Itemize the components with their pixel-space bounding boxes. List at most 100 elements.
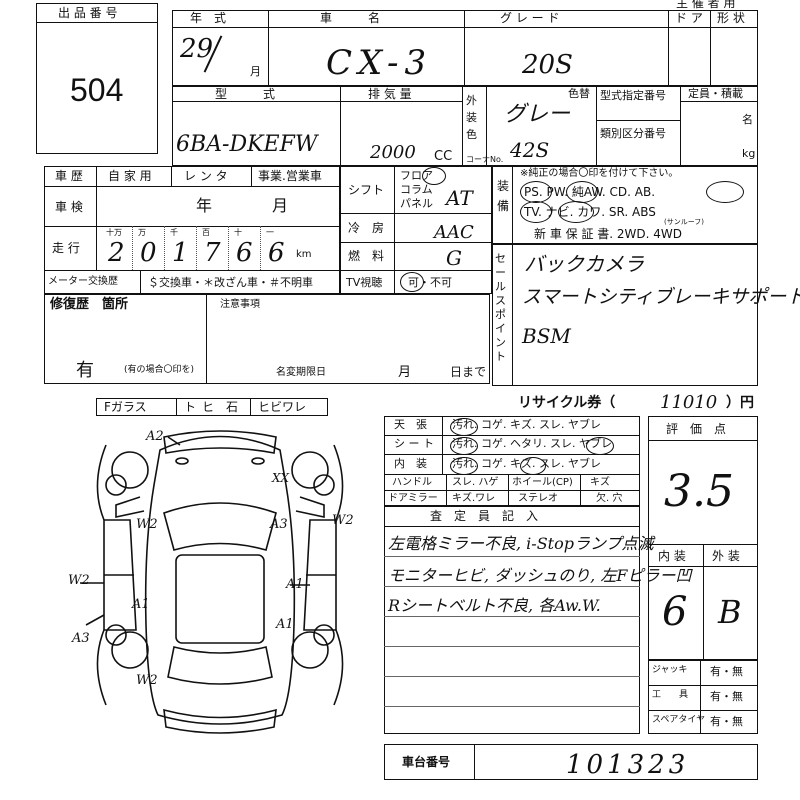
interior-score-label: 内 装 [658,549,686,563]
name-change-month: 月 [398,365,412,380]
tools-box [648,660,758,734]
stereo-label: ステレオ [518,493,558,504]
lot-number: 504 [70,72,124,108]
shift-column-option: コラム [400,183,433,196]
color-change-label: 色替 [568,87,590,100]
interior-row-label: シ ー ト [394,437,434,450]
sunroof-note: (サンルーフ) [664,218,705,226]
grade-label: グ レ ー ド [500,11,560,25]
equipment-box [492,166,758,244]
spec-box [172,86,758,166]
exterior-score-label: 外 装 [712,549,740,563]
inspection-year-label: 年 [196,196,213,215]
year-month-unit: 月 [250,65,261,78]
mileage-digit-label: 百 [202,228,210,237]
mileage-digit: 6 [268,238,285,268]
shift-panel-option: パネル [400,197,433,210]
fuel-label: 燃 料 [348,249,385,263]
repair-note: (有の場合〇印を) [124,365,195,375]
mileage-digit: 6 [236,238,253,268]
mileage-digit: 2 [108,238,125,268]
organizer-label: 主 催 者 用 [676,0,736,10]
shift-value: AT [446,186,473,210]
exterior-color-label: 外装色 [466,94,477,141]
mechanical-box [340,166,492,294]
sales-line-1: バックカメラ [524,252,644,276]
sales-line-3: BSM [522,324,571,348]
interior-box [384,416,640,506]
car-mark-a2-front: A2 [146,429,164,444]
name-label: 車 名 [320,11,381,25]
interior-row-label: 内 装 [394,457,427,470]
equipment-label: 装備 [497,179,510,213]
mileage-digit: 1 [172,238,189,268]
recycle-label: リサイクル券（ [518,395,616,411]
grade-value: 20S [522,50,573,80]
model-label: 型 式 [215,87,276,101]
chassis-box [384,744,758,780]
mileage-digit-label: 万 [138,228,146,237]
lot-number-box [36,3,158,154]
name-change-day: 日まで [450,365,487,379]
mileage-digit-label: 千 [170,228,178,237]
private-use-label: 自 家 用 [108,169,152,183]
inspector-box [384,506,640,734]
sales-line-2: スマートシティブレーキサポート [522,286,800,308]
sales-point-label: セールスポイント [495,252,506,363]
mileage-digit-label: 十 [234,228,242,237]
tv-label: TV視聴 [346,276,383,289]
class-no-label: 類別区分番号 [600,127,666,140]
year-label: 年 式 [190,11,227,25]
handle-label: ハンドル [392,477,432,488]
inspection-label: 車 検 [55,200,83,214]
recycle-unit: ）円 [726,395,754,411]
car-mark-w2-left-rear: W2 [136,673,158,688]
vehicle-name: CX-3 [326,43,433,83]
tool-options: 有・無 [710,690,743,703]
type-no-label: 型式指定番号 [600,89,666,102]
meter-exchange-label: メーター交換歴 [48,276,118,287]
mileage-label: 走 行 [52,241,80,255]
inspector-line-3: Rシートベルト不良, 各Aw.W. [388,596,601,615]
tool-label: ジャッキ [652,665,688,675]
color-code-label: コーナNo. [466,155,504,164]
tool-options: 有・無 [710,715,743,728]
name-change-label: 名変期限日 [276,367,326,378]
damage-strip [96,398,328,416]
chassis-label: 車台番号 [402,755,451,769]
car-mark-a3-left: A3 [72,631,90,646]
interior-row-label: 天 張 [394,418,427,431]
tv-options: 可・不可 [408,276,452,289]
damage-to: ト [184,400,197,414]
sales-point-box [492,244,758,386]
stereo-options: 欠. 穴 [596,493,623,504]
interior-row-options: 汚れ. コゲ. ヘタリ. スレ. ヤブレ [452,437,612,450]
business-use-label: 事業.営業車 [258,169,322,183]
inspector-label: 査 定 員 記 入 [430,509,539,523]
displacement-value: 2000 [370,142,416,163]
exterior-score-value: B [718,593,742,631]
shape-label: 形 状 [717,11,745,25]
vehicle-header-box [172,10,758,86]
notice-label: 注意事項 [220,299,260,310]
history-label: 車 歴 [55,169,83,183]
ac-label: 冷 房 [348,221,385,235]
damage-fglass: Fガラス [104,400,147,414]
capacity-label: 定員・積載 [688,87,743,100]
car-mark-w2-left-front: W2 [136,517,158,532]
equipment-note: ※純正の場合〇印を付けて下さい。 [520,168,679,179]
damage-stone: 石 [226,400,239,414]
history-box [44,166,340,294]
wheel-label: ホイール(CP) [512,477,573,488]
ac-value: AAC [434,222,474,243]
interior-score-value: 6 [662,589,688,635]
year-value: 29 [180,34,214,64]
chassis-number: 101323 [566,750,690,780]
shift-label: シフト [348,183,385,197]
score-value: 3.5 [664,466,734,517]
kg-unit: kg [742,147,756,160]
cc-unit: CC [434,149,453,164]
door-label: ド ア [675,11,703,25]
color-value: グレー [504,102,571,127]
repair-value: 有 [76,360,94,381]
